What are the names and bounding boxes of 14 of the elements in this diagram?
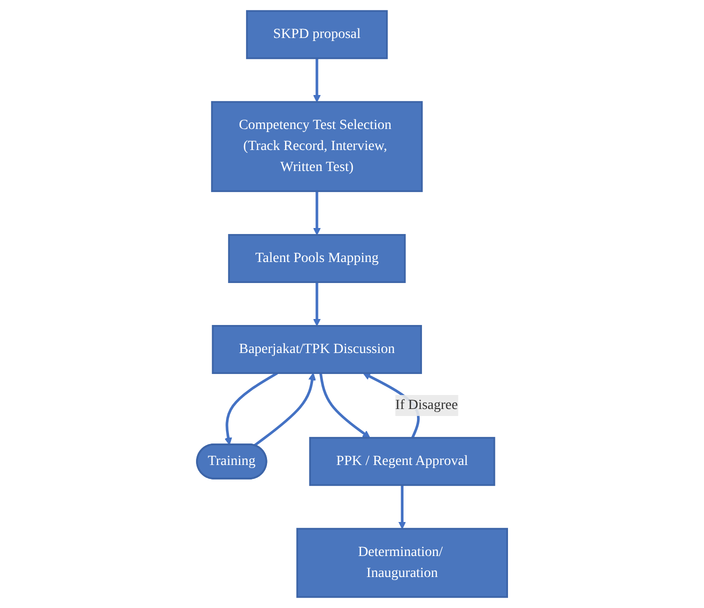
arrow [313,282,321,326]
arrow [313,58,321,102]
node-box: Determination/ Inauguration [296,528,508,598]
node-box: Competency Test Selection (Track Record, Interview, Written Test) [211,101,423,192]
arrow [254,372,316,447]
arrow [398,485,406,530]
node-box: Baperjakat/TPK Discussion [212,325,422,374]
arrow [319,372,370,438]
node-box: SKPD proposal [246,10,388,60]
node-box: PPK / Regent Approval [309,436,496,486]
edge-label: If Disagree [395,398,458,412]
arrow [224,372,278,446]
node-box: Talent Pools Mapping [228,234,406,283]
arrow [313,191,321,236]
